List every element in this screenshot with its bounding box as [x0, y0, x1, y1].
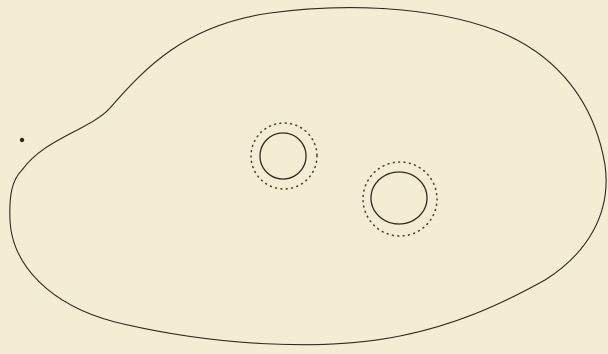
ring-group-1	[251, 123, 317, 189]
small-dot	[20, 138, 24, 142]
inner-ring-1	[260, 133, 306, 179]
outer-outline	[10, 8, 606, 345]
dotted-halo-2	[363, 162, 437, 236]
inner-ring-2	[371, 172, 427, 224]
ring-group-2	[363, 162, 437, 236]
